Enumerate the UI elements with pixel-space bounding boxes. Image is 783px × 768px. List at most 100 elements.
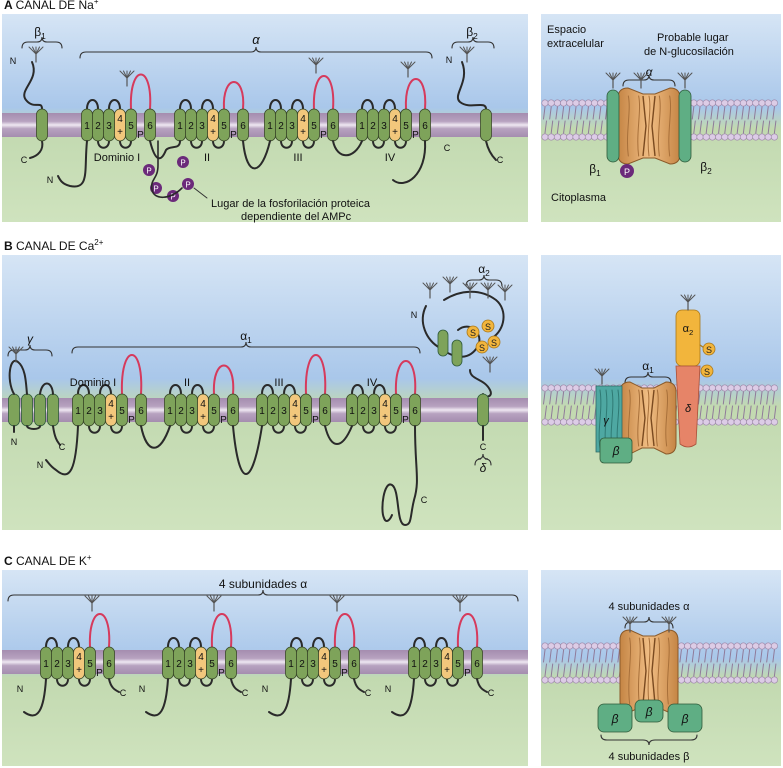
loop-3-4 (108, 99, 121, 110)
p-loop (333, 613, 356, 648)
glyco-branch (594, 368, 603, 377)
lipid-tail (736, 120, 740, 134)
glyco-branch (426, 282, 431, 291)
section-a-title: A CANAL DE Na+ (4, 0, 99, 12)
lipid-tail (550, 120, 554, 134)
b-alpha-c-tail (381, 425, 418, 527)
k-n-tail-1 (23, 678, 47, 717)
voltage-sensor-sign: + (321, 665, 327, 676)
lipid-head (603, 676, 611, 684)
segment-3: 3 (184, 646, 196, 680)
segment-number: 5 (311, 121, 317, 132)
pore-label: P (312, 415, 319, 426)
lipid-tail (556, 663, 560, 677)
k-c-terminus-3: C (365, 688, 372, 698)
pore-label: P (320, 130, 327, 141)
lipid-tail (580, 106, 583, 120)
lipid-tail (555, 649, 558, 663)
pore-label: P (464, 668, 471, 679)
lipid-head (702, 642, 710, 650)
a-alpha-glyco (633, 72, 649, 89)
segment-5: 5 (390, 393, 402, 427)
segment-number: 4 (210, 114, 216, 125)
lipid-tail (580, 649, 583, 663)
lipid-tail (550, 663, 554, 677)
segment-number: 1 (411, 659, 417, 670)
lipid-tail (730, 120, 733, 134)
glyco-branch (504, 284, 513, 293)
channel-pore (642, 95, 656, 157)
linker-2-3 (242, 140, 271, 170)
beta1-glyco (28, 46, 44, 63)
a-channel (617, 87, 681, 165)
glyco-branch (459, 595, 468, 604)
loop-2-3 (424, 678, 437, 687)
segment-number: 1 (267, 121, 273, 132)
segment-body (218, 108, 230, 142)
lipid-tail (749, 405, 752, 419)
lipid-head (764, 676, 772, 684)
segment-number: 6 (138, 406, 144, 417)
segment-number: 1 (359, 121, 365, 132)
loop-2-3 (301, 678, 314, 687)
lipid-head (739, 99, 747, 107)
lipid-head (721, 676, 729, 684)
channel-helix-line (626, 95, 630, 157)
loop-2-3 (178, 678, 191, 687)
disulfide-label: S (470, 328, 476, 338)
p-loop (312, 75, 335, 110)
a-beta2-label: β2 (700, 160, 712, 176)
lipid-head (584, 676, 592, 684)
lipid-head (560, 642, 568, 650)
section-c-title: C CANAL DE K+ (4, 553, 92, 568)
glyco-branch (598, 368, 603, 377)
segment-number: 5 (128, 121, 134, 132)
alpha-n-terminus: N (47, 175, 54, 185)
pore-label: P (220, 415, 227, 426)
c-glyco-1 (622, 616, 638, 633)
loop-3-4 (67, 637, 80, 648)
lipid-head (770, 418, 778, 426)
lipid-tail (605, 649, 608, 663)
lipid-tail (755, 405, 758, 419)
domain-4-label: IV (385, 152, 396, 164)
lipid-head (547, 676, 555, 684)
alpha2-brace (465, 274, 503, 287)
loop-1-2 (179, 99, 192, 110)
channel-helix-line (647, 95, 651, 157)
channel-helix-line (646, 389, 650, 447)
segment-body (84, 646, 96, 680)
segment-4: 4+ (73, 646, 85, 680)
segment-4: 4+ (289, 393, 301, 427)
glyco-branch (489, 356, 498, 365)
b-beta-label: β (612, 444, 620, 458)
lipid-tail (680, 663, 684, 677)
lipid-head (764, 642, 772, 650)
glycosylation-site (84, 595, 100, 612)
lipid-tail (736, 405, 740, 419)
a-alpha-label: α (646, 65, 654, 79)
loop-1-2 (351, 384, 364, 395)
segment-number: 5 (221, 121, 227, 132)
lipid-tail (587, 120, 591, 134)
segment-3: 3 (286, 108, 298, 142)
lipid-tail (569, 663, 572, 677)
lipid-head (541, 99, 549, 107)
lipid-head (696, 133, 704, 141)
lipid-tail (693, 663, 696, 677)
alpha2-chain-2 (443, 290, 505, 339)
b-alpha2-label: α2 (683, 323, 694, 337)
p-loop (404, 78, 427, 110)
loop-4-5 (302, 140, 315, 149)
loop-3-4 (201, 99, 214, 110)
segment-number: 4 (382, 399, 388, 410)
glyco-branch (456, 595, 461, 604)
lipid-head (677, 642, 685, 650)
lipid-tail (586, 106, 589, 120)
lipid-tail (767, 405, 771, 419)
lipid-tail (586, 649, 589, 663)
channel-helix-line (628, 637, 632, 705)
lipid-tail (735, 106, 738, 120)
